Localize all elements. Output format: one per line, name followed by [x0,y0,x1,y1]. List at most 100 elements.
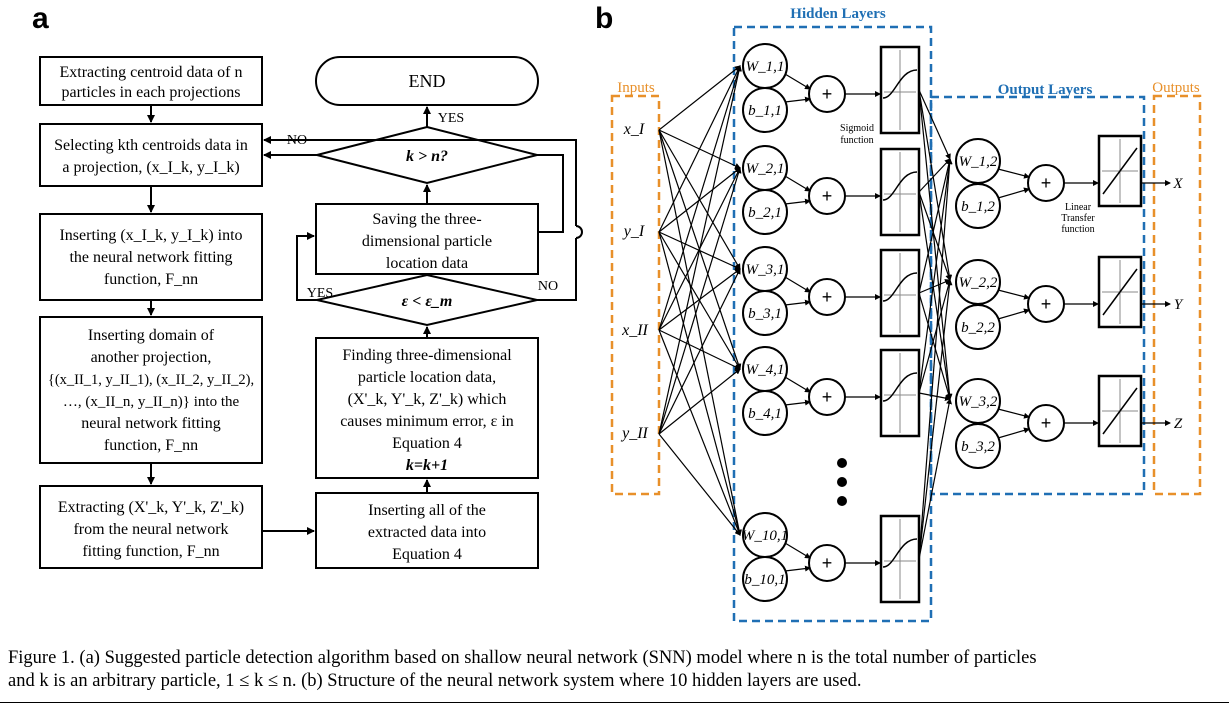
svg-text:Transfer: Transfer [1061,213,1095,224]
step-1-line-2: particles in each projections [61,84,240,101]
svg-text:from the neural network: from the neural network [73,521,228,538]
weight-to-sum [784,276,811,293]
input-connection [658,129,742,536]
input-x-i: x_I [623,121,645,138]
svg-text:Equation 4: Equation 4 [392,546,462,563]
output-bias-node [955,423,1001,469]
input-connection [658,231,742,536]
svg-text:dimensional particle: dimensional particle [362,233,492,250]
step-5-box [39,485,263,569]
step-1-line-1: Extracting centroid data of n [59,64,242,81]
svg-text:Output Layers: Output Layers [998,82,1093,98]
step-2-line-2: a projection, (x_I_k, y_I_k) [62,159,239,176]
output-weight-label: W_2,2 [959,275,998,291]
input-connection [658,368,741,435]
step-6-line-2: extracted data into [368,524,486,541]
bias-to-sum [784,399,811,406]
svg-text:YES: YES [307,286,333,301]
inputs-box [610,94,661,496]
svg-text:Equation 4: Equation 4 [392,435,462,452]
step-4-line-6: function, F_nn [104,437,198,454]
weight-to-sum [784,376,811,393]
hidden-to-output-connection [918,392,951,401]
input-connection [658,433,741,536]
hidden-to-output-connection [918,89,953,400]
sigmoid-curve [882,171,918,201]
no-label-bottom: NO [538,279,558,294]
weight-to-sum [997,168,1030,179]
step-6-line-1: Inserting all of the [368,502,486,519]
svg-text:{(x_II_1, y_II_1), (x_II_2, y_: {(x_II_1, y_II_1), (x_II_2, y_II_2), [48,372,254,388]
step-8-line-2: dimensional particle [362,233,492,250]
linear-label-line-1: Linear [1065,202,1092,213]
input-connection [658,329,741,536]
svg-text:function, F_nn: function, F_nn [104,271,198,288]
decision-k-label: k > n? [406,148,448,165]
hidden-bias-label: b_4,1 [748,406,782,422]
step-3-line-1: Inserting (x_I_k, y_I_k) into [59,227,242,244]
svg-text:NO: NO [287,133,307,148]
svg-text:extracted data into: extracted data into [368,524,486,541]
step-7-line-6: k=k+1 [406,457,448,474]
arrow-eps-yes [296,232,317,301]
svg-text:y_I: y_I [622,223,645,240]
yes-label-top: YES [438,111,464,126]
step-7-line-5: Equation 4 [392,435,462,452]
bottom-rule [0,702,1229,703]
hidden-weight-label: W_2,1 [746,161,785,177]
output-bias-label: b_2,2 [961,320,995,336]
ellipsis-dot [837,458,847,468]
ellipsis-dot [837,477,847,487]
output-bias-node [955,304,1001,350]
hidden-bias-label: b_2,1 [748,205,782,221]
svg-text:location data: location data [386,255,468,272]
svg-text:NO: NO [538,279,558,294]
hidden-to-output-connection [918,279,951,294]
hidden-bias-node [742,556,788,602]
svg-text:k=k+1: k=k+1 [406,457,448,474]
step-5-line-2: from the neural network [73,521,228,538]
svg-text:Extracting (X'_k, Y'_k, Z'_k): Extracting (X'_k, Y'_k, Z'_k) [58,499,244,516]
hidden-weight-label: W_3,1 [746,262,785,278]
bias-to-sum [784,565,811,572]
sigmoid-label-line-1: Sigmoid [840,123,874,134]
svg-text:another projection,: another projection, [91,349,212,366]
hidden-to-output-connection [918,158,953,394]
output-layers-title: Output Layers [998,82,1093,98]
step-4-line-4: …, (x_II_n, y_II_n)} into the [63,394,240,410]
end-terminal [315,56,539,106]
hidden-to-output-connection [918,89,953,281]
sum-plus-label: + [1041,173,1052,193]
input-y-i: y_I [622,223,645,240]
decision-eps-diamond [316,273,538,327]
step-2-box [39,123,263,187]
hidden-to-output-connection [918,398,952,560]
hidden-to-output-connection [918,158,952,294]
outputs-title: Outputs [1152,80,1200,96]
step-7-line-4: causes minimum error, ε in [340,413,514,430]
bias-to-sum [997,187,1030,199]
step-5-line-3: fitting function, F_nn [82,543,219,560]
hidden-bias-label: b_3,1 [748,306,782,322]
caption-line-2: and k is an arbitrary particle, 1 ≤ k ≤ … [8,671,862,691]
sum-plus-label: + [822,287,833,307]
svg-text:x_I: x_I [623,121,645,138]
ellipsis-dot [837,496,847,506]
step-3-line-3: function, F_nn [104,271,198,288]
step-5-line-1: Extracting (X'_k, Y'_k, Z'_k) [58,499,244,516]
sigmoid-label-line-2: function [840,135,873,146]
sum-plus-label: + [822,387,833,407]
input-connection [658,329,741,370]
input-connection [658,65,741,131]
hidden-to-output-connection [918,158,953,560]
step-7-line-2: particle location data, [358,369,496,386]
step-7-line-3: (X'_k, Y'_k, Z'_k) which [348,391,507,408]
input-connection [658,167,742,435]
output-label: Z [1174,416,1183,432]
input-connection [658,65,742,331]
svg-text:function: function [1061,224,1094,235]
sigmoid-curve [882,272,918,302]
svg-text:Selecting kth centroids data i: Selecting kth centroids data in [54,137,248,154]
output-layers-box [929,95,1146,496]
weight-to-sum [784,175,811,192]
